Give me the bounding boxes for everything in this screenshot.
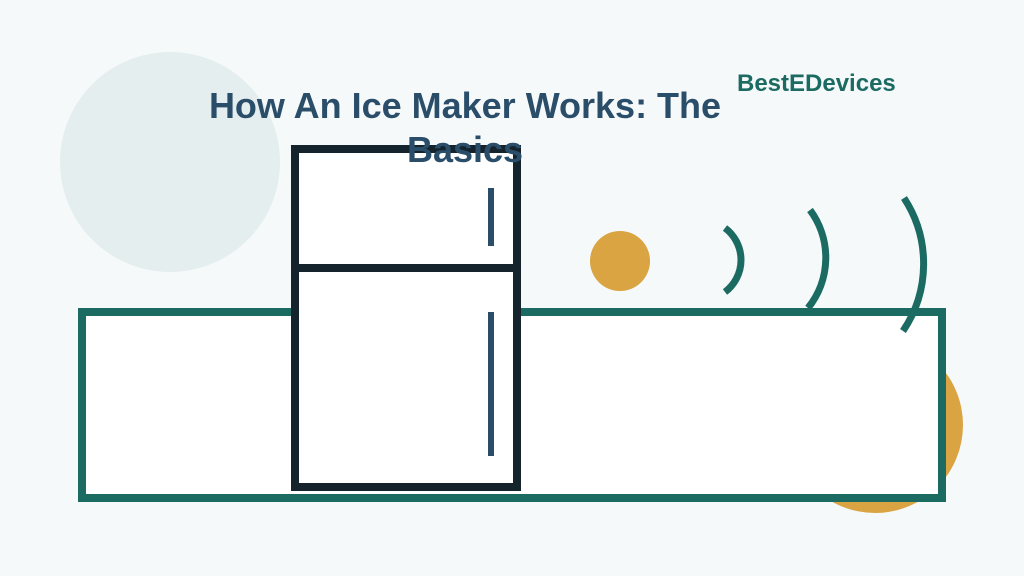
wave-arc-large <box>900 196 928 333</box>
sound-wave-icon <box>722 196 928 333</box>
decor-circle-gold-small <box>590 231 650 291</box>
decor-circle-grey <box>60 52 280 272</box>
refrigerator-icon <box>291 145 521 491</box>
wave-arc-medium <box>805 207 830 311</box>
page-title: How An Ice Maker Works: The Basics <box>208 85 722 170</box>
wave-arc-small <box>722 225 745 295</box>
fridge-body <box>291 145 521 491</box>
brand-logo-text: BestEDevices <box>737 70 896 97</box>
